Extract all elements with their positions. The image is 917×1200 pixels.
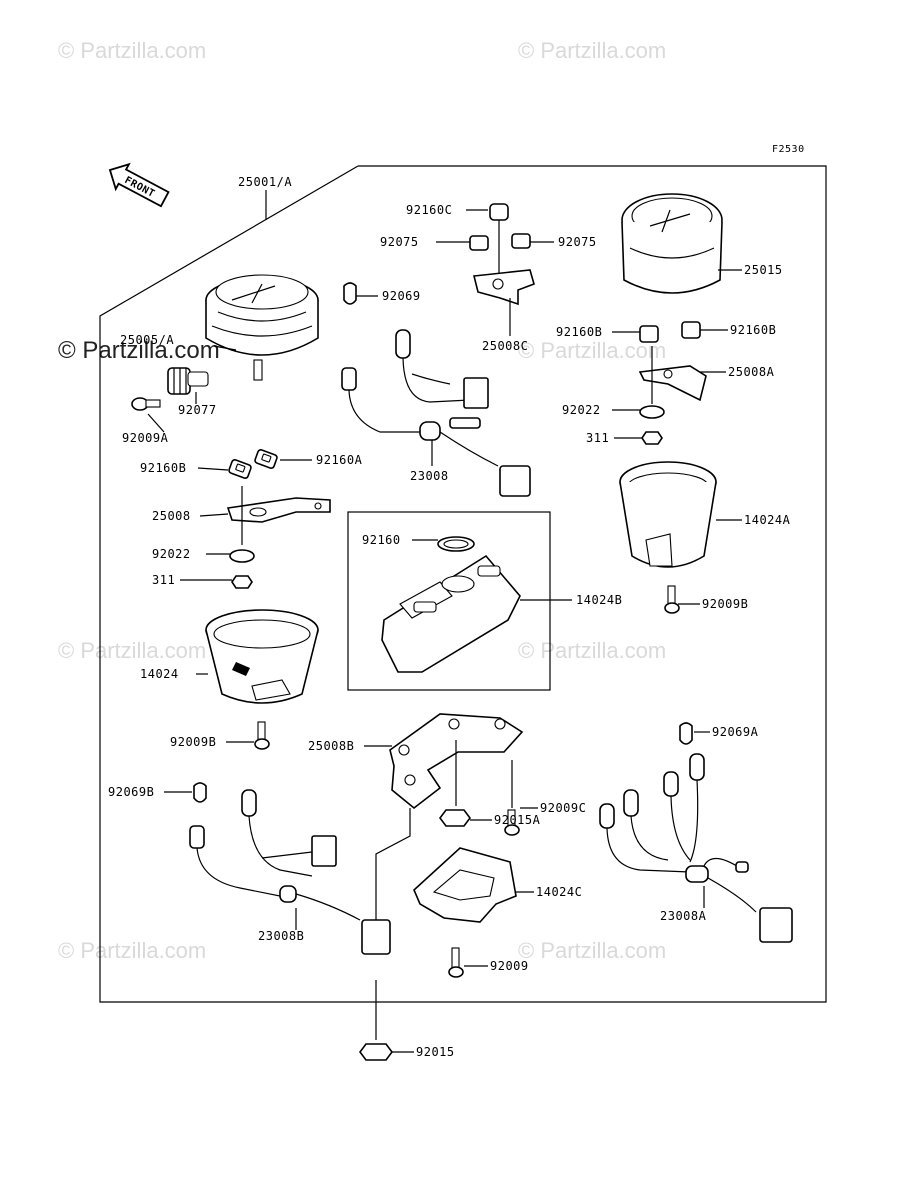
washer-part xyxy=(229,549,255,563)
lower-cover-part xyxy=(413,847,517,923)
watermark: © Partzilla.com xyxy=(58,938,206,963)
grommet-part xyxy=(228,449,278,479)
wire-harness-part xyxy=(189,789,391,955)
grommet-part xyxy=(511,233,531,249)
part-label-23008: 23008 xyxy=(410,469,449,483)
part-label-92009: 92009 xyxy=(490,959,529,973)
part-label-14024c: 14024C xyxy=(536,885,582,899)
nut-part xyxy=(231,575,253,589)
part-label-25008c: 25008C xyxy=(482,339,528,353)
part-label-92160a: 92160A xyxy=(316,453,363,467)
part-label-92160b-right-b: 92160B xyxy=(730,323,776,337)
part-label-311-left: 311 xyxy=(152,573,175,587)
part-label-92075-right: 92075 xyxy=(558,235,597,249)
part-label-14024b: 14024B xyxy=(576,593,622,607)
part-label-92160b-left: 92160B xyxy=(140,461,186,475)
part-label-92009b-right: 92009B xyxy=(702,597,748,611)
part-label-14024: 14024 xyxy=(140,667,179,681)
part-label-92015: 92015 xyxy=(416,1045,455,1059)
wire-harness-part xyxy=(341,329,531,497)
part-label-311-right: 311 xyxy=(586,431,609,445)
part-label-92015a: 92015A xyxy=(494,813,541,827)
bracket-part xyxy=(473,269,535,306)
part-label-92075-left: 92075 xyxy=(380,235,419,249)
screw-part xyxy=(504,809,520,836)
nut-part xyxy=(439,809,471,827)
meter-assembly-left xyxy=(205,274,319,381)
part-label-23008b: 23008B xyxy=(258,929,304,943)
knob-part xyxy=(167,367,209,395)
part-label-92069: 92069 xyxy=(382,289,421,303)
part-label-92022-right: 92022 xyxy=(562,403,601,417)
part-label-92160c: 92160C xyxy=(406,203,452,217)
watermark: © Partzilla.com xyxy=(518,638,666,663)
cap-part xyxy=(489,203,509,221)
screw-part xyxy=(254,721,270,750)
part-labels: 25001/A 25005/A 92077 92009A 92160B 9216… xyxy=(108,175,791,1059)
grommet-part xyxy=(639,325,659,343)
part-label-25008b: 25008B xyxy=(308,739,354,753)
watermark: © Partzilla.com xyxy=(518,938,666,963)
part-label-92069a: 92069A xyxy=(712,725,759,739)
nut-part xyxy=(359,1043,393,1061)
meter-case-part xyxy=(381,554,521,673)
figure-code: F2530 xyxy=(772,144,805,155)
nut-part xyxy=(641,431,663,445)
part-label-25015: 25015 xyxy=(744,263,783,277)
bracket-part xyxy=(226,497,331,523)
bulb-part xyxy=(343,282,357,305)
part-label-92022-left: 92022 xyxy=(152,547,191,561)
screw-part xyxy=(448,947,464,978)
part-label-92009a: 92009A xyxy=(122,431,169,445)
part-label-25001a: 25001/A xyxy=(238,175,292,189)
screw-part xyxy=(664,585,680,614)
part-label-92069b: 92069B xyxy=(108,785,154,799)
assembly-guide-line xyxy=(375,808,411,920)
bulb-part xyxy=(679,722,693,745)
grommet-part xyxy=(469,235,489,251)
part-label-92077: 92077 xyxy=(178,403,217,417)
part-label-23008a: 23008A xyxy=(660,909,707,923)
assembly-outline xyxy=(99,165,827,1003)
watermark: © Partzilla.com xyxy=(58,638,206,663)
front-arrow-icon: FRONT xyxy=(108,162,170,208)
bulb-part xyxy=(193,782,207,803)
inset-box xyxy=(347,511,551,691)
watermark: © Partzilla.com xyxy=(58,38,206,63)
part-label-14024a: 14024A xyxy=(744,513,791,527)
meter-cover-part xyxy=(205,609,319,704)
watermark: © Partzilla.com xyxy=(518,38,666,63)
washer-part xyxy=(639,405,665,419)
meter-cover-part xyxy=(619,461,717,568)
part-label-25008: 25008 xyxy=(152,509,191,523)
bracket-part xyxy=(638,365,707,402)
part-label-92160: 92160 xyxy=(362,533,401,547)
part-label-92009b-left: 92009B xyxy=(170,735,216,749)
bracket-part xyxy=(389,713,524,810)
watermark-logo: © Partzilla.com xyxy=(58,337,220,364)
part-label-92009c: 92009C xyxy=(540,801,586,815)
meter-assembly-right xyxy=(621,193,723,294)
screw-part xyxy=(131,397,161,411)
part-label-25005a: 25005/A xyxy=(120,333,174,347)
part-label-25008a: 25008A xyxy=(728,365,775,379)
grommet-part xyxy=(681,321,701,339)
part-label-92160b-right-a: 92160B xyxy=(556,325,602,339)
watermarks: © Partzilla.com © Partzilla.com © Partzi… xyxy=(58,38,666,963)
wire-harness-part xyxy=(599,753,793,943)
